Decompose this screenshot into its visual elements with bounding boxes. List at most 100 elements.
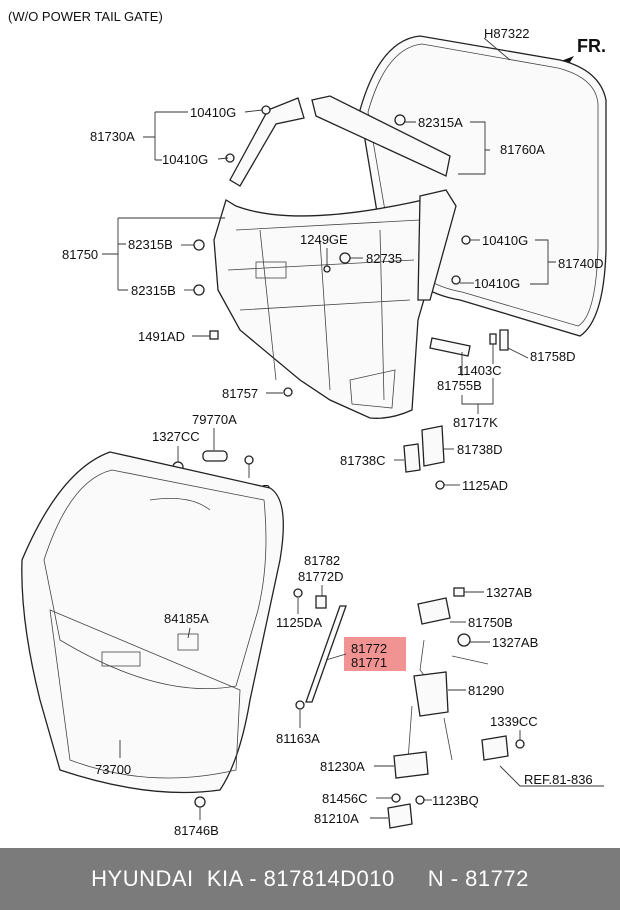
label-1327ab: 1327AB	[492, 635, 538, 650]
label-81717k: 81717K	[453, 415, 498, 430]
ball-stud-icon	[315, 595, 327, 609]
cylinder-part	[481, 735, 509, 761]
clip-icon	[394, 114, 406, 126]
inner-trim-panel-part	[213, 195, 451, 419]
bolt-icon	[391, 793, 401, 803]
label-1125da: 1125DA	[276, 615, 322, 630]
clip-icon	[451, 275, 461, 285]
bumper-icon	[194, 796, 206, 808]
label-81163a: 81163A	[276, 731, 320, 746]
side-garnish-part	[417, 189, 457, 301]
nut-icon	[515, 739, 525, 749]
bolt-icon	[415, 795, 425, 805]
upper-garnish-part	[311, 95, 451, 177]
footer-bar: HYUNDAI KIA - 817814D010 N - 81772	[0, 848, 620, 910]
leader-line	[325, 653, 347, 661]
label-10410g: 10410G	[474, 276, 520, 291]
clip-icon	[461, 235, 471, 245]
label-1125ad: 1125AD	[462, 478, 508, 493]
label-81738c: 81738C	[340, 453, 386, 468]
leader-line	[499, 765, 604, 787]
label-73700: 73700	[95, 762, 131, 777]
highlight-box	[344, 637, 406, 671]
clip-icon	[193, 239, 205, 251]
label-81746b: 81746B	[174, 823, 219, 838]
bolt-icon	[323, 265, 331, 273]
label-82735: 82735	[366, 251, 402, 266]
leader-bracket	[143, 111, 188, 161]
ball-stud-icon	[295, 700, 305, 710]
leader-bracket	[405, 121, 490, 175]
leader-bracket	[102, 217, 225, 291]
footer-text: HYUNDAI KIA - 817814D010 N - 81772	[91, 866, 529, 891]
label-81730a: 81730A	[90, 129, 135, 144]
label-81772: 81772	[351, 641, 387, 656]
bumper-icon	[339, 252, 351, 264]
leader-line	[187, 627, 191, 639]
screw-icon	[489, 333, 497, 345]
clip-icon	[209, 330, 219, 340]
latch-part	[413, 671, 449, 717]
striker-part	[387, 803, 413, 829]
cap-icon	[499, 329, 509, 351]
label-1339cc: 1339CC	[490, 714, 538, 729]
label-81771: 81771	[351, 655, 387, 670]
clip-icon	[193, 284, 205, 296]
damper-icon	[202, 450, 228, 462]
label-81740d: 81740D	[558, 256, 604, 271]
clip-icon	[283, 387, 293, 397]
grommet-icon	[457, 633, 471, 647]
label-1491ad: 1491AD	[138, 329, 185, 344]
label-82315a: 82315A	[418, 115, 463, 130]
leader-line	[483, 37, 511, 61]
gas-strut-part	[305, 605, 347, 703]
label-81757: 81757	[222, 386, 258, 401]
bolt-icon	[435, 480, 445, 490]
header-note: (W/O POWER TAIL GATE)	[8, 9, 163, 24]
label-81772d: 81772D	[298, 569, 344, 584]
bumper-icon	[453, 587, 465, 597]
label-1249ge: 1249GE	[300, 232, 348, 247]
label-84185a: 84185A	[164, 611, 209, 626]
leader-bracket	[530, 239, 556, 285]
clip-icon	[261, 105, 271, 115]
label-h87322: H87322	[484, 26, 530, 41]
label-ref: REF.81-836	[524, 772, 593, 787]
label-82315b: 82315B	[128, 237, 173, 252]
label-10410g: 10410G	[162, 152, 208, 167]
label-1123bq: 1123BQ	[432, 793, 479, 808]
label-81738d: 81738D	[457, 442, 503, 457]
switch-part	[417, 597, 451, 625]
parts-diagram: (W/O POWER TAIL GATE) FR. H87322 10410G …	[8, 9, 607, 838]
leader-bracket	[461, 378, 494, 414]
leader-line	[507, 347, 529, 359]
tail-gate-part	[21, 451, 284, 794]
pull-handle-part	[429, 337, 471, 357]
label-11403c: 11403C	[457, 363, 502, 378]
label-79770a: 79770A	[192, 412, 237, 427]
label-81750b: 81750B	[468, 615, 513, 630]
label-81750: 81750	[62, 247, 98, 262]
handle-part	[393, 751, 429, 779]
label-1327ab: 1327AB	[486, 585, 532, 600]
label-81760a: 81760A	[500, 142, 545, 157]
bracket-part	[421, 425, 445, 467]
bolt-icon	[244, 455, 254, 465]
bracket-part	[403, 443, 421, 473]
direction-label: FR.	[577, 36, 606, 56]
label-10410g: 10410G	[190, 105, 236, 120]
bolt-icon	[293, 588, 303, 598]
label-81210a: 81210A	[314, 811, 359, 826]
label-82315b: 82315B	[131, 283, 176, 298]
label-81758d: 81758D	[530, 349, 576, 364]
leader-line	[217, 157, 229, 160]
label-81755b: 81755B	[437, 378, 482, 393]
label-1327cc: 1327CC	[152, 429, 200, 444]
label-81782: 81782	[304, 553, 340, 568]
rod-part	[407, 705, 453, 761]
label-81230a: 81230A	[320, 759, 365, 774]
leader-line	[244, 109, 263, 113]
label-81290: 81290	[468, 683, 504, 698]
label-81456c: 81456C	[322, 791, 368, 806]
label-10410g: 10410G	[482, 233, 528, 248]
